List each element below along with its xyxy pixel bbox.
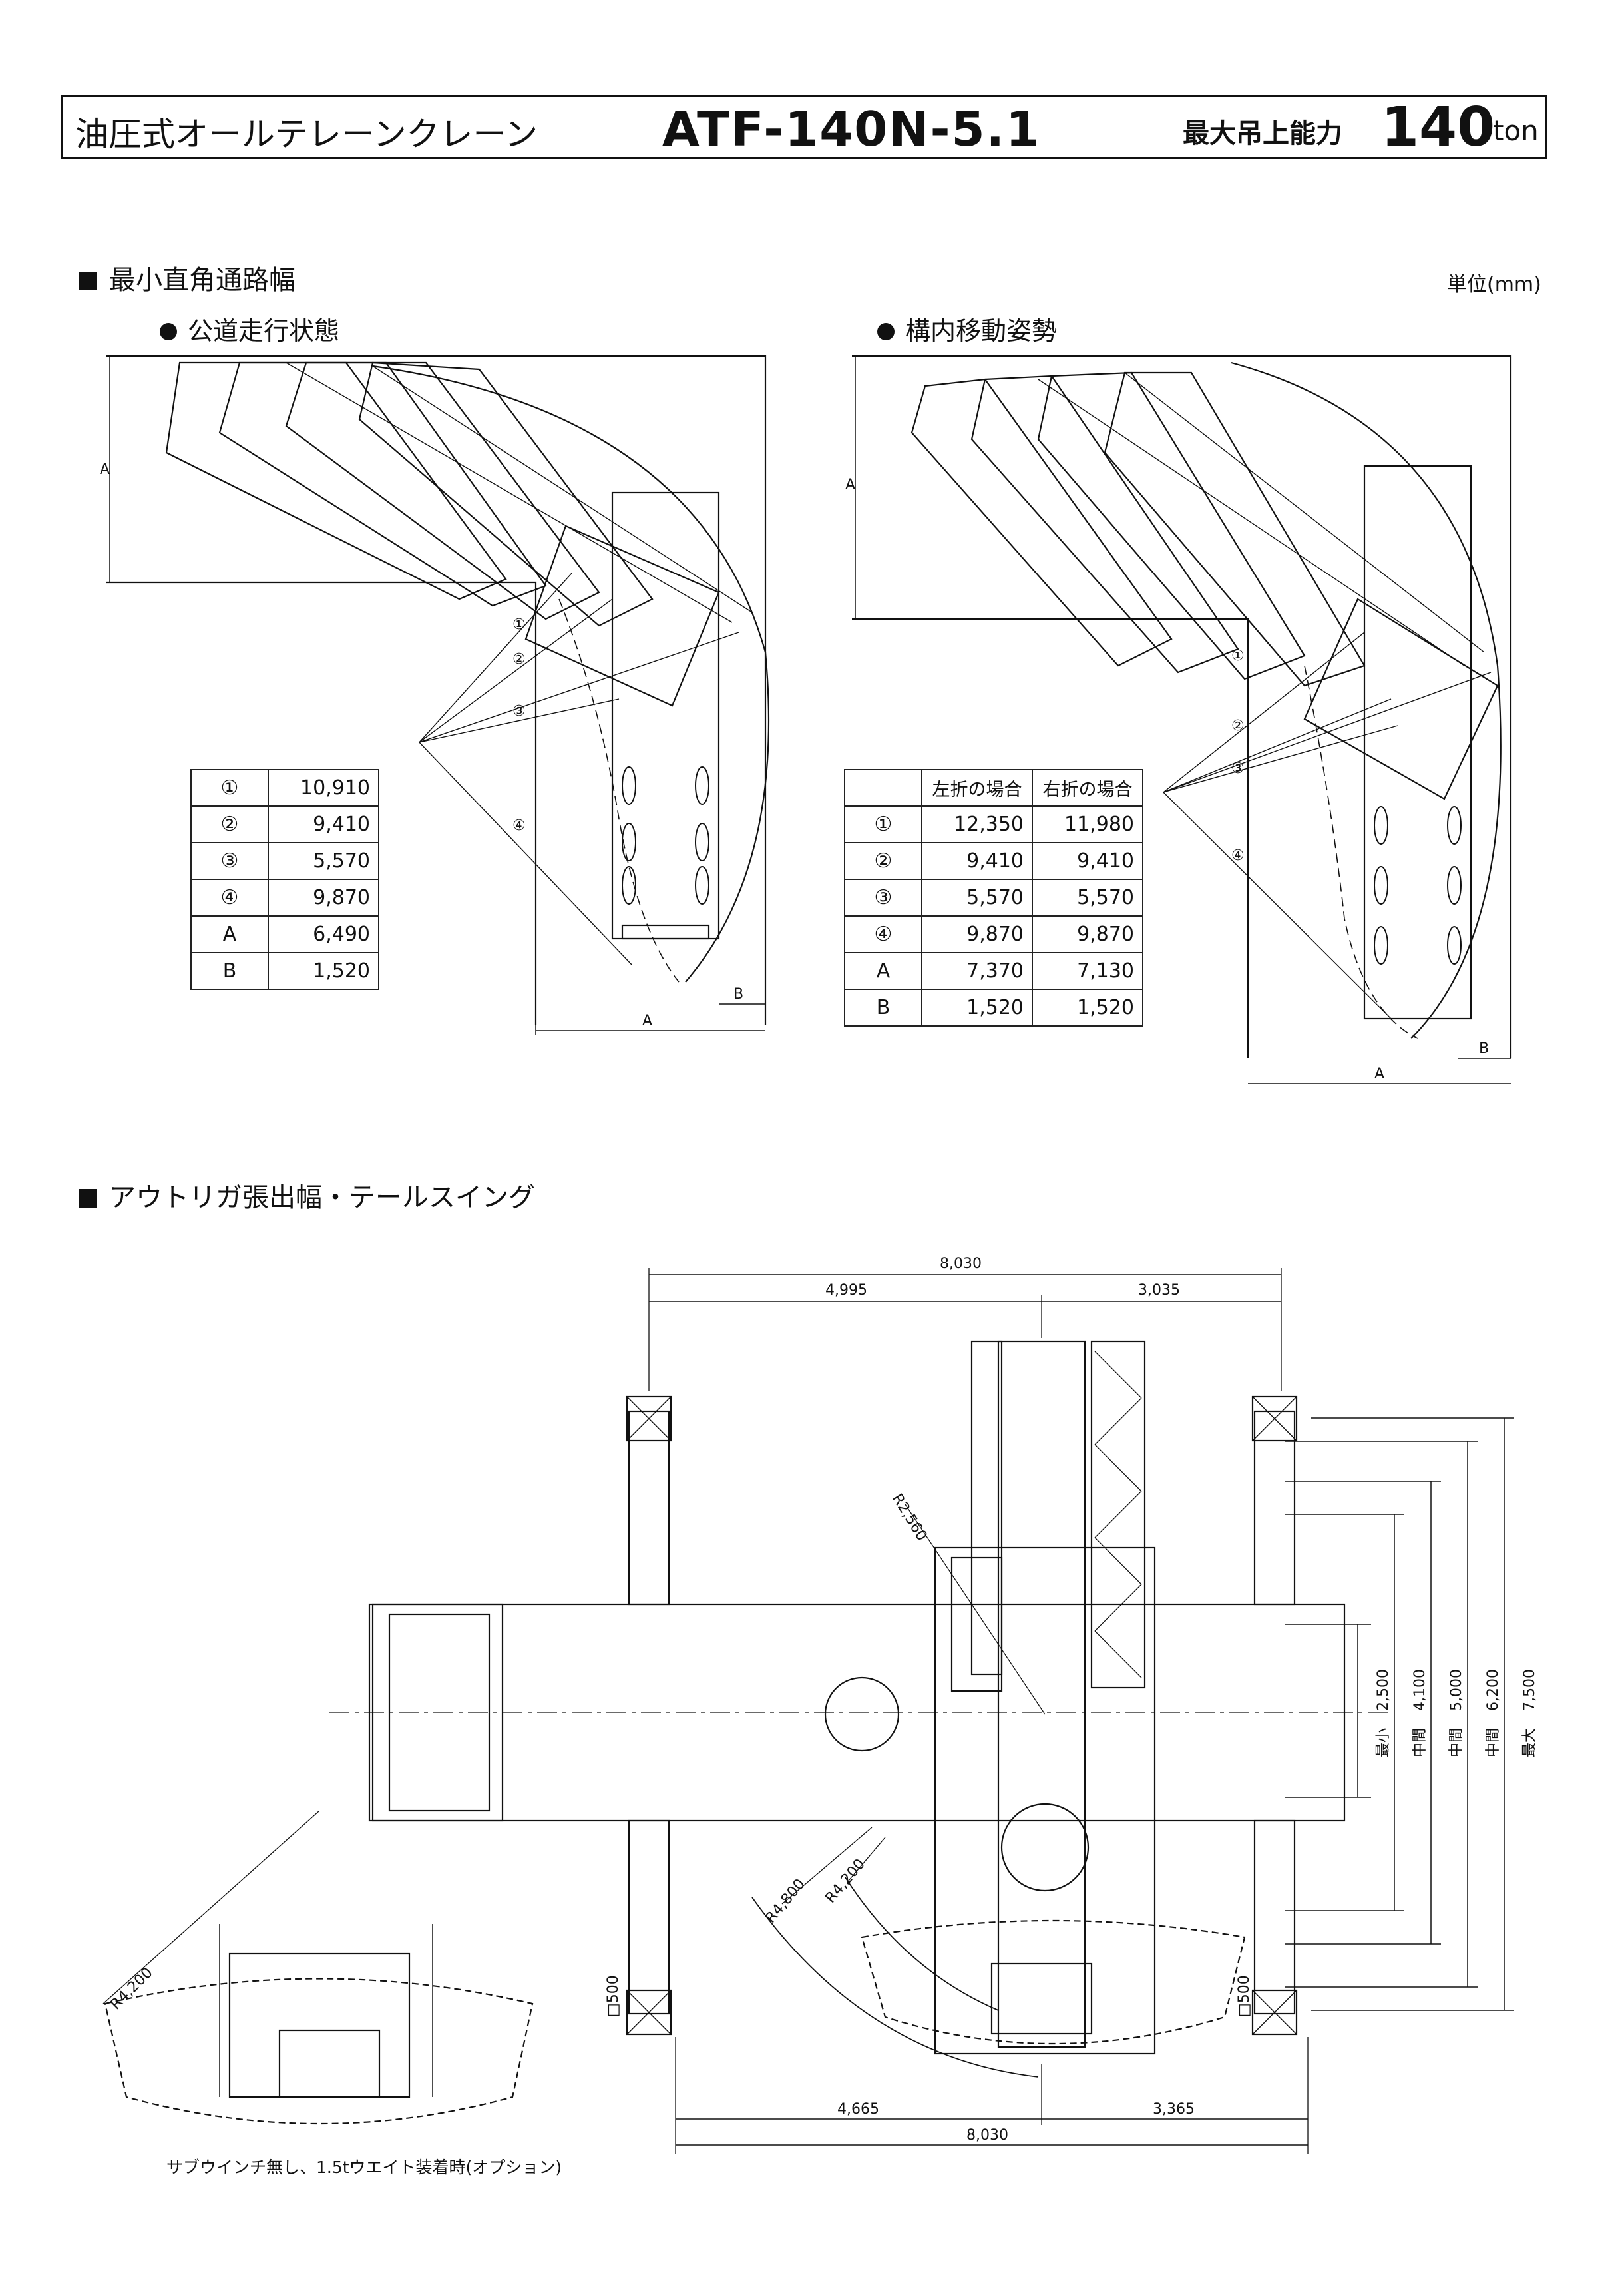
- dot-bullet-icon: [877, 323, 895, 340]
- width-label-mid2: 中間: [1448, 1728, 1465, 1757]
- dim-top-total: 8,030: [940, 1256, 982, 1272]
- dim-bottom-left: 4,665: [837, 2101, 879, 2118]
- circled-label-4: ④: [512, 817, 526, 834]
- circled-label-2: ②: [1231, 718, 1245, 734]
- title-bar: 油圧式オールテレーンクレーン ATF-140N-5.1 最大吊上能力 140 t…: [61, 95, 1547, 159]
- table-corner-cell: [844, 769, 922, 807]
- dim-label-a-vertical: A: [845, 477, 855, 493]
- capacity-value: 140: [1381, 96, 1496, 159]
- dot-bullet-icon: [160, 323, 177, 340]
- inset-caption: サブウインチ無し、1.5tウエイト装着時(オプション): [166, 2158, 562, 2177]
- subsection-site-travel: 構内移動姿勢: [877, 310, 1057, 347]
- dim-label-a-vertical: A: [100, 461, 110, 478]
- width-label-mid1: 中間: [1412, 1728, 1428, 1757]
- dim-label-b: B: [733, 986, 743, 1003]
- dim-top-left: 4,995: [825, 1282, 867, 1299]
- model-name: ATF-140N-5.1: [662, 101, 1041, 157]
- square-bullet-icon: [79, 272, 97, 290]
- width-value-min: 2,500: [1375, 1669, 1392, 1711]
- section-min-passage-width: 最小直角通路幅: [79, 258, 296, 297]
- dim-bottom-right: 3,365: [1153, 2101, 1195, 2118]
- capacity-unit: ton: [1493, 115, 1539, 147]
- crane-type-label: 油圧式オールテレーンクレーン: [75, 115, 538, 154]
- width-label-mid3: 中間: [1485, 1728, 1502, 1757]
- circled-label-4: ④: [1231, 847, 1245, 864]
- circled-label-3: ③: [1231, 760, 1245, 777]
- dim-radius-2560: R2,560: [889, 1491, 930, 1544]
- width-value-mid2: 5,000: [1448, 1669, 1465, 1711]
- unit-label: 単位(mm): [1447, 273, 1541, 296]
- dim-pad-right: □500: [1236, 1975, 1253, 2017]
- width-label-min: 最小: [1375, 1728, 1392, 1757]
- width-label-max: 最大: [1521, 1728, 1538, 1757]
- dim-bottom-total: 8,030: [966, 2127, 1008, 2144]
- square-bullet-icon: [79, 1189, 97, 1208]
- subsection-road-travel: 公道走行状態: [160, 310, 339, 347]
- dim-radius-4800: R4,800: [762, 1876, 808, 1927]
- width-value-mid1: 4,100: [1412, 1669, 1428, 1711]
- capacity-label: 最大吊上能力: [1183, 118, 1342, 149]
- circled-label-1: ①: [1231, 648, 1245, 664]
- dim-label-a-horizontal: A: [642, 1013, 652, 1029]
- dim-label-a-horizontal: A: [1374, 1066, 1384, 1082]
- dim-pad-left: □500: [605, 1975, 622, 2017]
- dim-label-b: B: [1479, 1040, 1489, 1057]
- width-value-max: 7,500: [1521, 1669, 1538, 1711]
- circled-label-3: ③: [512, 703, 526, 720]
- dim-radius-4200-inset: R4,200: [108, 1964, 156, 2013]
- circled-label-1: ①: [512, 616, 526, 633]
- road-travel-turning-diagram: ① ② ③ ④ A A B: [100, 355, 770, 1035]
- site-travel-turning-diagram: ① ② ③ ④ A A B: [845, 355, 1512, 1084]
- dim-top-right: 3,035: [1138, 1282, 1180, 1299]
- width-value-mid3: 6,200: [1485, 1669, 1502, 1711]
- section-outrigger-tail-swing: アウトリガ張出幅・テールスイング: [79, 1176, 535, 1214]
- table-header-row: 左折の場合 右折の場合: [844, 769, 1143, 807]
- circled-label-2: ②: [512, 651, 526, 668]
